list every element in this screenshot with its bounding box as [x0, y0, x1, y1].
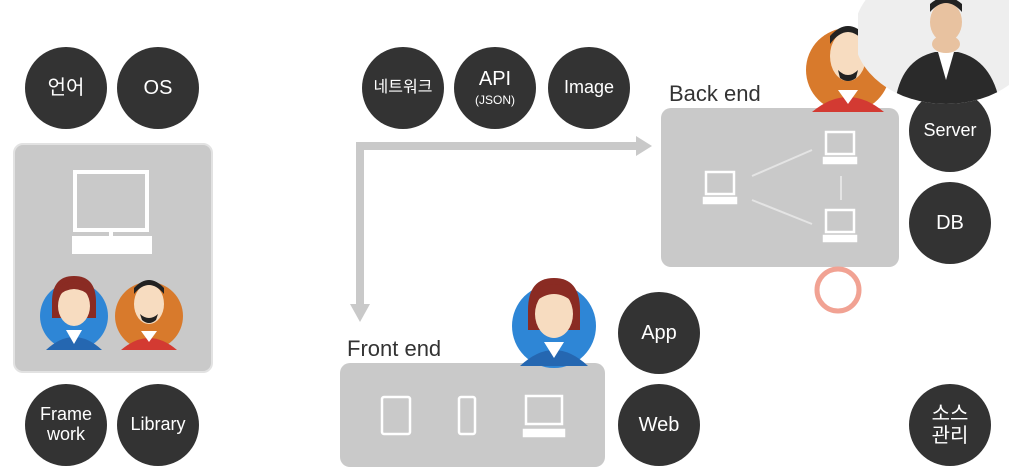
db-label: DB	[936, 212, 964, 234]
web-circle: Web	[618, 384, 700, 466]
api-circle: API (JSON)	[454, 47, 536, 129]
api-sub-label: (JSON)	[475, 93, 515, 108]
image-label: Image	[563, 77, 615, 98]
app-circle: App	[618, 292, 700, 374]
db-computer-icon	[822, 208, 858, 243]
backend-label: Back end	[669, 81, 761, 106]
frontend-label: Front end	[347, 336, 442, 361]
source-control-line1: 소스	[931, 403, 969, 425]
backend-panel	[661, 108, 899, 267]
server-computer-icon	[822, 130, 858, 165]
db-circle: DB	[909, 182, 991, 264]
phone-icon	[457, 395, 477, 436]
flow-arrow	[350, 136, 652, 322]
network-circle: 네트워크	[362, 47, 444, 129]
library-label: Library	[130, 414, 186, 435]
language-circle: 언어	[25, 47, 107, 129]
library-circle: Library	[117, 384, 199, 466]
os-circle: OS	[117, 47, 199, 129]
desktop-icon	[522, 394, 566, 438]
network-label: 네트워크	[373, 79, 433, 97]
app-label: App	[641, 322, 677, 344]
image-circle: Image	[548, 47, 630, 129]
frontend-developer-avatar	[512, 278, 596, 368]
client-computer-icon	[702, 170, 738, 205]
framework-label-line2: work	[46, 424, 85, 444]
web-label: Web	[638, 414, 680, 436]
api-label: API	[478, 68, 512, 91]
monitor-icon	[72, 170, 152, 254]
server-label: Server	[923, 120, 977, 141]
framework-label-line1: Frame	[39, 404, 92, 425]
source-control-line2: 관리	[931, 425, 969, 447]
os-label: OS	[143, 77, 173, 99]
language-label: 언어	[47, 77, 85, 99]
female-developer-avatar	[40, 276, 108, 350]
framework-circle: Frame work	[25, 384, 107, 466]
male-developer-avatar	[115, 280, 183, 350]
tablet-icon	[380, 395, 412, 436]
source-control-circle: 소스 관리	[909, 384, 991, 466]
highlight-ring	[814, 266, 862, 314]
server-network	[751, 149, 842, 225]
